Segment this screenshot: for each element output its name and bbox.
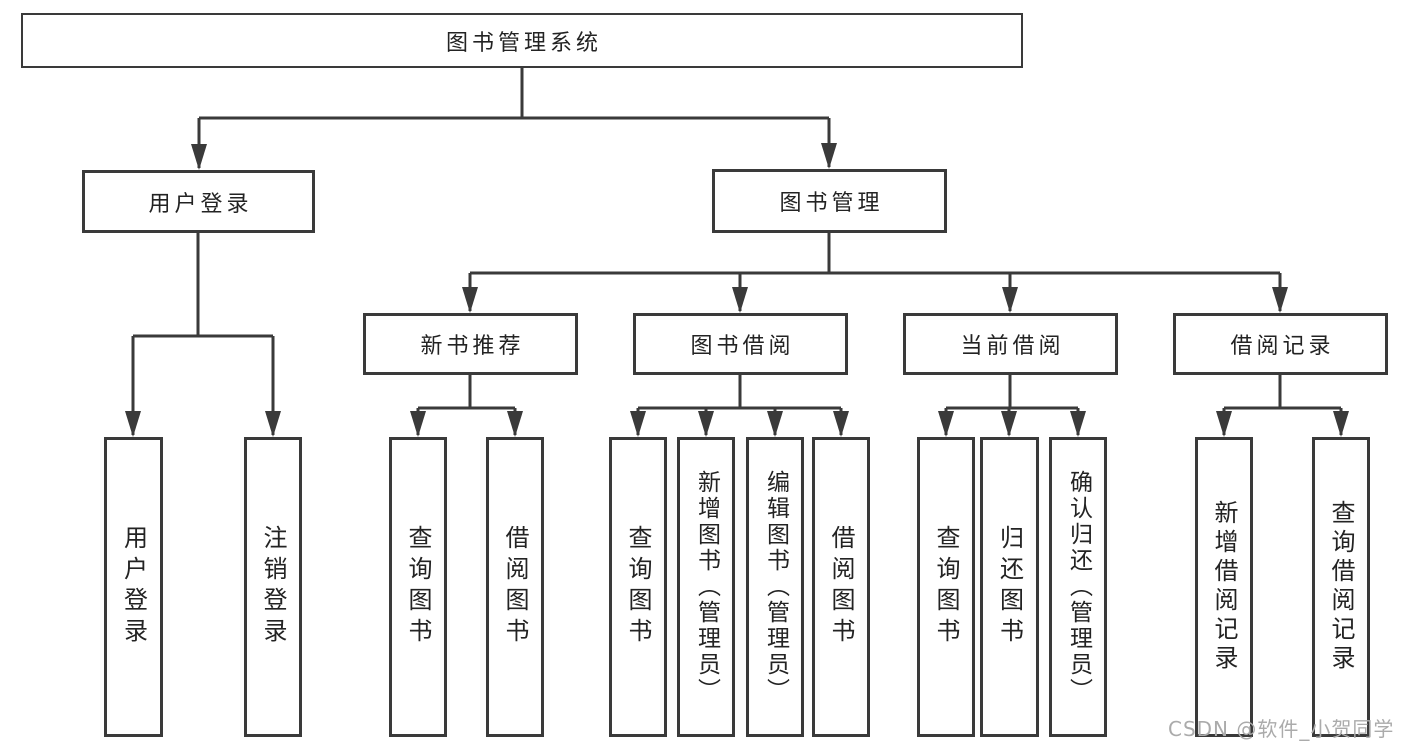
arrow-icon: [125, 411, 141, 437]
arrow-icon: [821, 143, 837, 169]
arrow-icon: [410, 411, 426, 437]
arrow-icon: [1333, 411, 1349, 437]
branch-book-mgmt: [468, 233, 1282, 311]
leaf-cb-return-books: 归还图书: [980, 437, 1039, 737]
branch-borrow-records: [1222, 375, 1343, 435]
arrow-icon: [767, 411, 783, 437]
leaf-br-add-record: 新增借阅记录: [1195, 437, 1253, 737]
leaf-cb-confirm-return-admin: 确认归还（管理员）: [1049, 437, 1107, 737]
arrow-icon: [265, 411, 281, 437]
node-book-borrow: 图书借阅: [633, 313, 848, 375]
node-library-system: 图书管理系统: [21, 13, 1023, 68]
arrow-icon: [938, 411, 954, 437]
arrow-icon: [1001, 411, 1017, 437]
node-book-management: 图书管理: [712, 169, 947, 233]
arrow-icon: [833, 411, 849, 437]
arrow-icon: [1216, 411, 1232, 437]
arrow-icon: [698, 411, 714, 437]
arrow-icon: [507, 411, 523, 437]
leaf-bb-borrow-books: 借阅图书: [812, 437, 870, 737]
csdn-watermark: CSDN @软件_小贺同学: [1168, 717, 1395, 741]
node-new-book-recommend: 新书推荐: [363, 313, 578, 375]
branch-user-login: [131, 233, 275, 435]
leaf-nbr-borrow-books: 借阅图书: [486, 437, 544, 737]
arrow-icon: [1272, 287, 1288, 313]
branch-book-borrow: [636, 375, 843, 435]
leaf-bb-edit-book-admin: 编辑图书（管理员）: [746, 437, 804, 737]
arrow-icon: [1002, 287, 1018, 313]
node-current-borrow: 当前借阅: [903, 313, 1118, 375]
leaf-logout: 注销登录: [244, 437, 302, 737]
arrow-icon: [462, 287, 478, 313]
leaf-nbr-query-books: 查询图书: [389, 437, 447, 737]
branch-new-book-rec: [416, 375, 517, 435]
node-borrow-records: 借阅记录: [1173, 313, 1388, 375]
arrow-icon: [191, 144, 207, 170]
arrow-icon: [1070, 411, 1086, 437]
leaf-bb-query-books: 查询图书: [609, 437, 667, 737]
leaf-bb-add-book-admin: 新增图书（管理员）: [677, 437, 735, 737]
leaf-user-login: 用户登录: [104, 437, 163, 737]
arrow-icon: [732, 287, 748, 313]
leaf-br-query-record: 查询借阅记录: [1312, 437, 1370, 737]
branch-root: [197, 68, 831, 168]
node-user-login: 用户登录: [82, 170, 315, 233]
leaf-cb-query-books: 查询图书: [917, 437, 975, 737]
arrow-icon: [630, 411, 646, 437]
